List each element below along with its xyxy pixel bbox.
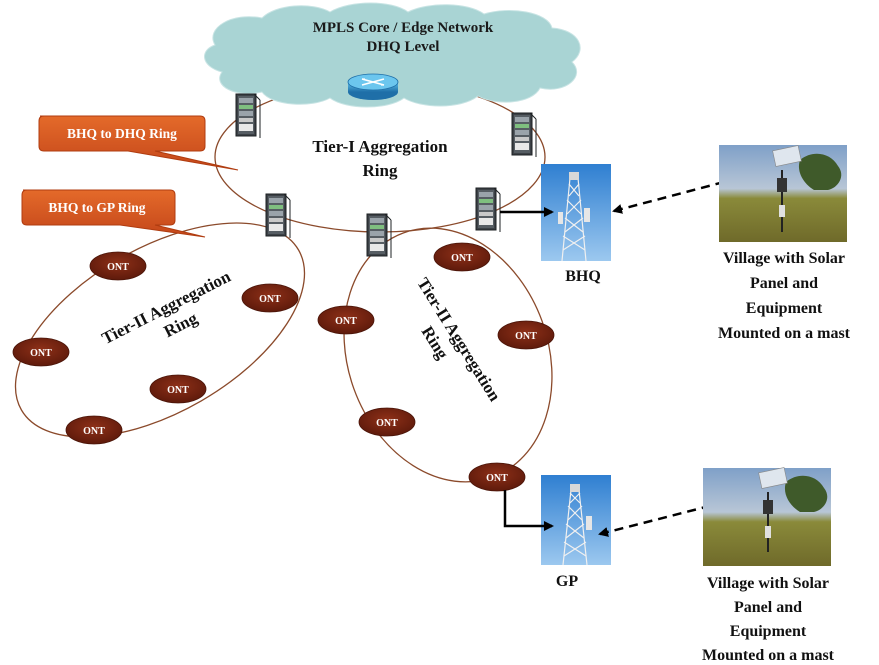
rack-icon bbox=[366, 213, 392, 259]
village-top-line2: Panel and bbox=[750, 275, 818, 292]
ont-node: ONT bbox=[241, 283, 299, 313]
gp-connector bbox=[503, 490, 554, 531]
callout-bhq-dhq-label: BHQ to DHQ Ring bbox=[67, 126, 177, 141]
ont-node: ONT bbox=[317, 305, 375, 335]
cloud-subtitle: DHQ Level bbox=[367, 39, 440, 55]
ont-node: ONT bbox=[468, 462, 526, 492]
ont-label: ONT bbox=[515, 331, 537, 342]
tier2-right-label: Tier-II Aggregation Ring bbox=[413, 274, 505, 405]
ont-label: ONT bbox=[259, 294, 281, 305]
gp-tower-image bbox=[541, 475, 611, 566]
village-bottom-line4: Mounted on a mast bbox=[702, 647, 835, 664]
ont-label: ONT bbox=[167, 385, 189, 396]
cloud-title: MPLS Core / Edge Network bbox=[313, 20, 494, 36]
ont-label: ONT bbox=[30, 348, 52, 359]
rack-icon bbox=[511, 112, 537, 158]
village-label-top: Village with Solar Panel and Equipment M… bbox=[718, 250, 851, 342]
village-top-line3: Equipment bbox=[746, 300, 823, 317]
rack-icon bbox=[475, 187, 501, 233]
tier2-left-label: Tier-II Aggregation Ring bbox=[99, 267, 234, 349]
mpls-cloud: MPLS Core / Edge Network DHQ Level bbox=[204, 2, 581, 108]
bhq-label: BHQ bbox=[565, 268, 601, 285]
ont-node: ONT bbox=[149, 374, 207, 404]
callout-bhq-dhq: BHQ to DHQ Ring bbox=[38, 115, 239, 171]
ont-node: ONT bbox=[497, 320, 555, 350]
ont-node: ONT bbox=[65, 415, 123, 445]
village-top-line4: Mounted on a mast bbox=[718, 325, 851, 342]
ont-label: ONT bbox=[335, 316, 357, 327]
village-bottom-line2: Panel and bbox=[734, 599, 802, 616]
village-bottom-line3: Equipment bbox=[730, 623, 807, 640]
ont-node: ONT bbox=[433, 242, 491, 272]
village-bottom-line1: Village with Solar bbox=[707, 575, 829, 592]
village-label-bottom: Village with Solar Panel and Equipment M… bbox=[702, 575, 835, 664]
ont-node: ONT bbox=[12, 337, 70, 367]
village-solar-image-bottom bbox=[703, 467, 831, 566]
tier1-label-line2: Ring bbox=[363, 161, 398, 180]
callout-bhq-gp: BHQ to GP Ring bbox=[21, 189, 206, 238]
ont-label: ONT bbox=[486, 473, 508, 484]
rack-icon bbox=[235, 93, 261, 139]
ont-label: ONT bbox=[376, 418, 398, 429]
village-top-line1: Village with Solar bbox=[723, 250, 845, 267]
ont-label: ONT bbox=[83, 426, 105, 437]
ont-label: ONT bbox=[107, 262, 129, 273]
rack-icon bbox=[265, 193, 291, 239]
ont-node: ONT bbox=[89, 251, 147, 281]
ont-node: ONT bbox=[358, 407, 416, 437]
tier1-label-line1: Tier-I Aggregation bbox=[312, 137, 448, 156]
village-solar-image-top bbox=[719, 145, 847, 242]
gp-label: GP bbox=[556, 573, 578, 590]
callout-bhq-gp-label: BHQ to GP Ring bbox=[48, 200, 145, 215]
router-icon bbox=[347, 73, 399, 100]
ont-label: ONT bbox=[451, 253, 473, 264]
